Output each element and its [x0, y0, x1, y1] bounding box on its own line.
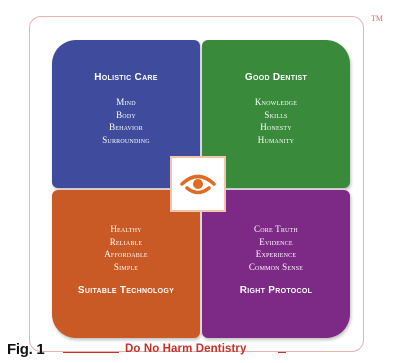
center-emblem [170, 156, 226, 212]
quadrant-item: Behavior [109, 122, 143, 133]
caption-rule-right [278, 352, 286, 353]
quadrant-item: Common Sense [248, 261, 304, 272]
quadrant-right-protocol: Core Truth Evidence Experience Common Se… [202, 190, 350, 338]
quadrant-title: Suitable Technology [77, 285, 175, 297]
quadrant-item: Body [116, 109, 136, 120]
diagram-frame [29, 16, 364, 352]
quadrant-items: Knowledge Skills Honesty Humanity [202, 96, 350, 146]
trademark-symbol: TM [371, 14, 383, 23]
quadrant-item: Skills [264, 109, 288, 120]
quadrant-item: Surrounding [102, 134, 150, 145]
quadrant-item: Simple [113, 261, 139, 272]
quadrant-good-dentist: Good Dentist Knowledge Skills Honesty Hu… [202, 40, 350, 188]
quadrant-suitable-technology: Healthy Reliable Affordable Simple Suita… [52, 190, 200, 338]
quadrant-item: Mind [116, 97, 136, 107]
quadrant-title: Right Protocol [239, 285, 313, 297]
quadrant-item: Reliable [109, 236, 143, 247]
quadrant-item: Experience [255, 249, 297, 260]
quadrant-items: Mind Body Behavior Surrounding [52, 96, 200, 146]
quadrant-item: Affordable [104, 249, 148, 260]
quadrant-item: Honesty [260, 122, 292, 133]
quadrant-item: Healthy [110, 224, 142, 234]
eye-icon [180, 174, 216, 195]
quadrant-items: Core Truth Evidence Experience Common Se… [202, 223, 350, 273]
quadrant-title: Good Dentist [244, 72, 308, 83]
figure-caption: Do No Harm Dentistry [125, 343, 247, 355]
quadrant-items: Healthy Reliable Affordable Simple [52, 223, 200, 273]
figure-label: Fig. 1 [7, 341, 45, 358]
quadrant-item: Knowledge [254, 97, 298, 107]
quadrant-item: Evidence [259, 236, 293, 247]
quadrant-item: Humanity [257, 134, 295, 145]
caption-rule-left [63, 352, 119, 353]
quadrant-item: Core Truth [254, 224, 298, 234]
quadrant-title: Holistic Care [94, 72, 158, 83]
